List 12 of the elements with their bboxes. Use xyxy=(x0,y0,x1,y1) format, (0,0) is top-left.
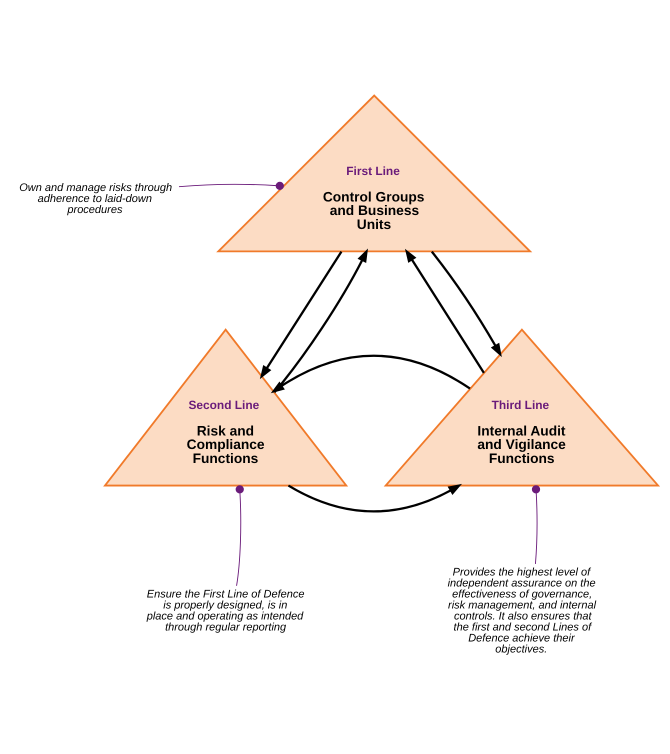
arrow xyxy=(270,354,471,393)
arrow xyxy=(288,483,462,512)
node-text: Provides the highest level of independent assurance on the effectiveness of governance, risk management, and internal controls. It also ensures that the first and second Lines of Defence achieve their objectives. xyxy=(448,566,596,656)
connector xyxy=(178,181,284,190)
arrow xyxy=(260,250,342,379)
arrow xyxy=(430,250,502,357)
connector xyxy=(532,484,540,564)
arrow xyxy=(404,248,485,374)
node-text: Ensure the First Line of Defence is properly designed, is in place and operating as intended through regular reporting xyxy=(146,588,304,634)
connector xyxy=(236,484,244,586)
arrow xyxy=(274,248,368,393)
node-text: Own and manage risks through adherence to laid-down procedures xyxy=(19,181,172,216)
